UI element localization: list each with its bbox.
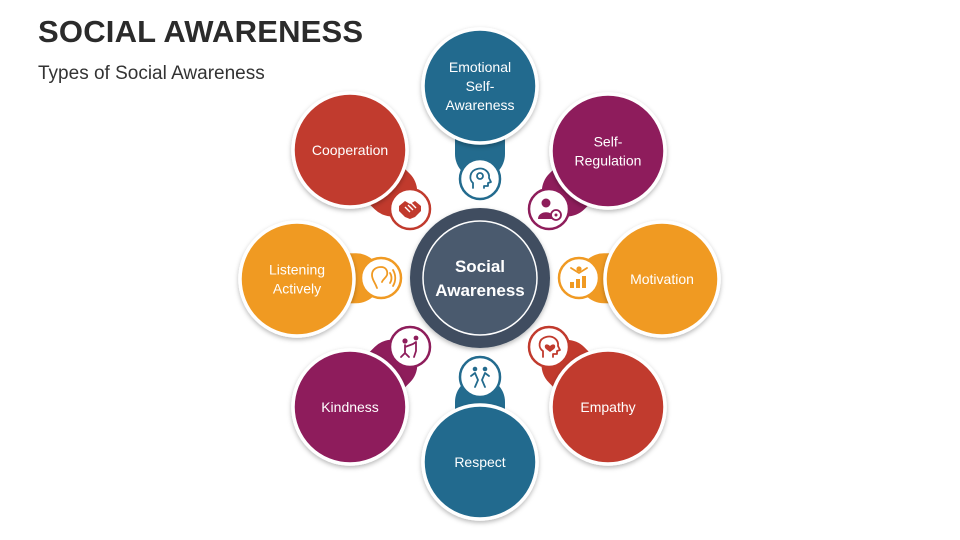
helping-hand-icon <box>400 335 419 358</box>
icon-badge-cooperation <box>388 187 432 231</box>
node-label-emotional-self-awareness: Self- <box>466 78 495 94</box>
head-heart-icon <box>538 335 561 358</box>
node-label-emotional-self-awareness: Emotional <box>449 59 511 75</box>
icon-badge-self-regulation <box>527 187 571 231</box>
node-respect: Respect <box>421 403 539 521</box>
node-label-emotional-self-awareness: Awareness <box>445 97 514 113</box>
node-label-listening-actively: Actively <box>273 281 321 297</box>
bow-figures-icon <box>470 366 490 388</box>
listening-ear-icon <box>371 266 397 289</box>
node-label-kindness: Kindness <box>321 399 379 415</box>
icon-badge-emotional-self-awareness <box>458 157 502 201</box>
head-gear-icon <box>469 167 492 189</box>
node-label-respect: Respect <box>454 454 505 470</box>
icon-badge-kindness <box>388 325 432 369</box>
nodes-layer: EmotionalSelf-AwarenessSelf-RegulationMo… <box>238 27 721 521</box>
node-motivation: Motivation <box>603 220 721 338</box>
handshake-icon <box>399 201 421 219</box>
center-label: Social <box>455 257 505 276</box>
node-kindness: Kindness <box>291 348 409 466</box>
node-label-cooperation: Cooperation <box>312 142 388 158</box>
growth-chart-icon <box>570 266 588 288</box>
icon-badge-listening-actively <box>359 256 403 300</box>
icon-badge-motivation <box>557 256 601 300</box>
node-self-regulation: Self- Regulation <box>549 92 667 210</box>
node-label-motivation: Motivation <box>630 271 694 287</box>
slide-subtitle: Types of Social Awareness <box>38 63 265 84</box>
node-label-listening-actively: Listening <box>269 262 325 278</box>
person-gear-icon <box>538 198 562 221</box>
node-label-self-regulation: Self- <box>594 134 623 150</box>
node-cooperation: Cooperation <box>291 91 409 209</box>
icon-badge-respect <box>458 355 502 399</box>
icon-badge-empathy <box>527 325 571 369</box>
center-label: Awareness <box>435 281 524 300</box>
node-label-empathy: Empathy <box>580 399 635 415</box>
node-empathy: Empathy <box>549 348 667 466</box>
slide-title: SOCIAL AWARENESS <box>38 14 364 49</box>
node-label-self-regulation: Regulation <box>575 153 642 169</box>
